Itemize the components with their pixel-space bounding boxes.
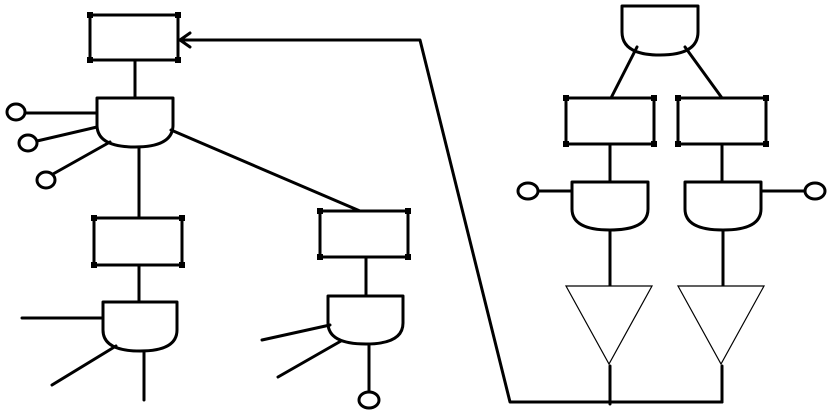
and-gate-top-right[interactable] [620,4,700,57]
and-gate-1[interactable] [95,96,175,149]
event-box-a[interactable] [91,215,185,268]
and-gate-4[interactable] [570,180,650,232]
link-gate1-event-c [51,140,112,176]
event-box-top[interactable] [87,12,181,63]
and-gate-3[interactable] [326,294,405,346]
link-gate1-event-b [35,125,99,143]
and-gate-2[interactable] [101,300,179,353]
event-box-c[interactable] [563,95,657,147]
basic-event-circle-3[interactable] [35,170,57,190]
transfer-link-line [180,38,612,404]
transfer-arrowhead [178,31,192,49]
link-gate1-to-box-b [169,128,362,213]
basic-event-circle-6[interactable] [803,181,827,201]
undeveloped-event-line-5 [276,339,343,379]
basic-event-circle-5[interactable] [516,181,540,201]
transfer-triangle-2[interactable] [676,285,766,366]
undeveloped-event-line-2 [50,344,118,387]
event-box-d[interactable] [675,95,769,147]
link-top-gate-to-box-d [683,45,724,100]
link-top-gate-to-box-c [609,45,639,100]
transfer-triangle-1[interactable] [564,285,654,366]
and-gate-5[interactable] [683,180,763,232]
undeveloped-event-line-4 [260,323,332,342]
event-box-b[interactable] [317,208,411,260]
basic-event-circle-2[interactable] [17,133,39,153]
basic-event-circle-1[interactable] [5,102,27,122]
basic-event-circle-4[interactable] [357,390,381,410]
